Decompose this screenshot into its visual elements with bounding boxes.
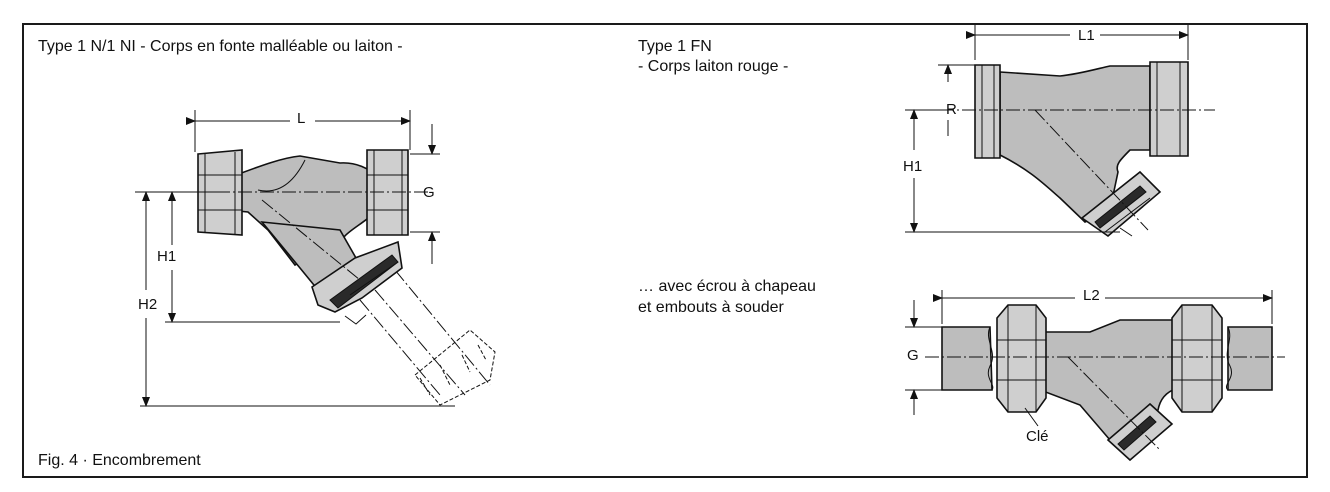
dim-L1: L1 <box>1078 27 1095 44</box>
dim-key-label: Clé <box>1026 428 1049 445</box>
screen-removal-ghost <box>359 269 496 406</box>
left-strainer-drawing <box>135 110 496 407</box>
right-top-title-line2: - Corps laiton rouge - <box>638 58 789 75</box>
dim-L2: L2 <box>1083 287 1100 304</box>
dim-G-left: G <box>423 184 435 201</box>
dim-H1-left: H1 <box>157 248 177 265</box>
right-top-title-line1: Type 1 FN <box>638 38 712 55</box>
right-bottom-title-line1: … avec écrou à chapeau <box>638 278 816 295</box>
dim-G-right: G <box>907 347 919 364</box>
right-bottom-title-line2: et embouts à souder <box>638 299 784 316</box>
right-bottom-strainer-drawing <box>905 290 1285 462</box>
dim-H2-left: H2 <box>138 296 158 313</box>
dim-H1-right: H1 <box>903 158 923 175</box>
figure-caption: Fig. 4 · Encombrement <box>38 452 201 469</box>
dim-L: L <box>297 110 306 127</box>
left-title: Type 1 N/1 NI - Corps en fonte malléable… <box>38 38 403 55</box>
right-top-strainer-drawing <box>905 25 1215 238</box>
